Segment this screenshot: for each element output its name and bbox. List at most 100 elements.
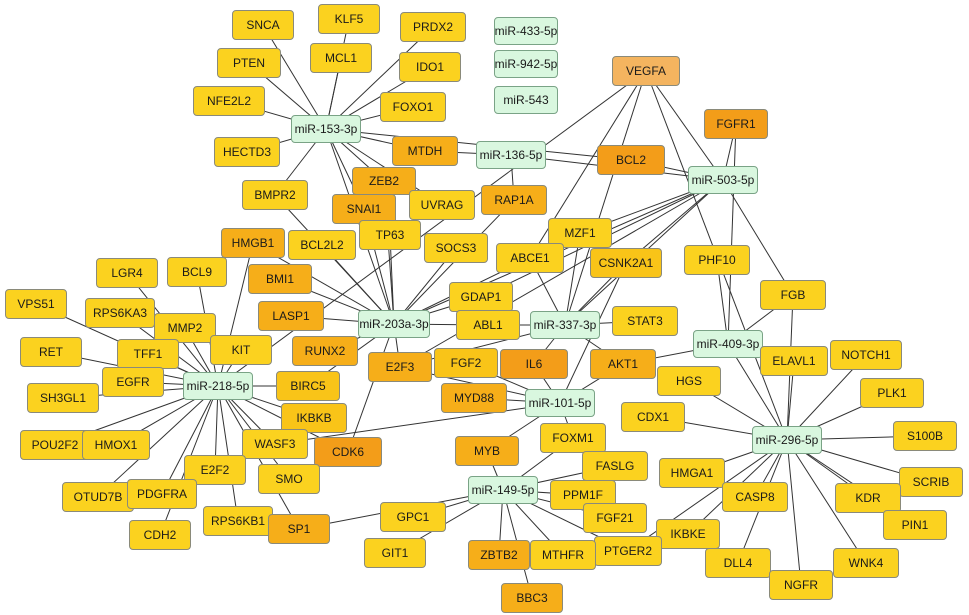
gene-node-hgs[interactable]: HGS: [657, 366, 721, 396]
gene-node-uvrag[interactable]: UVRAG: [409, 190, 475, 220]
gene-node-plk1[interactable]: PLK1: [860, 378, 924, 408]
gene-node-klf5[interactable]: KLF5: [318, 4, 380, 34]
gene-node-sp1[interactable]: SP1: [268, 514, 330, 544]
gene-node-ret[interactable]: RET: [20, 337, 82, 367]
gene-node-bcl2[interactable]: BCL2: [597, 145, 665, 175]
gene-node-egfr[interactable]: EGFR: [102, 367, 164, 397]
gene-node-kdr[interactable]: KDR: [835, 483, 901, 513]
gene-node-lasp1[interactable]: LASP1: [258, 301, 324, 331]
gene-node-hmgb1[interactable]: HMGB1: [221, 228, 285, 258]
mirna-node-mir-433-5p[interactable]: miR-433-5p: [494, 17, 558, 45]
mirna-node-mir-503-5p[interactable]: miR-503-5p: [688, 166, 758, 194]
mirna-node-mir-136-5p[interactable]: miR-136-5p: [476, 141, 546, 169]
gene-node-rps6kb1[interactable]: RPS6KB1: [203, 506, 273, 536]
gene-node-git1[interactable]: GIT1: [364, 538, 426, 568]
gene-node-il6[interactable]: IL6: [500, 349, 568, 379]
gene-node-ikbke[interactable]: IKBKE: [656, 519, 720, 549]
gene-node-pten[interactable]: PTEN: [217, 48, 281, 78]
gene-node-pdgfra[interactable]: PDGFRA: [127, 479, 197, 509]
gene-node-tff1[interactable]: TFF1: [117, 339, 179, 369]
gene-node-rap1a[interactable]: RAP1A: [481, 185, 547, 215]
gene-node-mmp2[interactable]: MMP2: [154, 313, 216, 343]
gene-node-notch1[interactable]: NOTCH1: [830, 340, 902, 370]
gene-node-scrib[interactable]: SCRIB: [899, 467, 963, 497]
gene-node-runx2[interactable]: RUNX2: [292, 336, 358, 366]
gene-node-gpc1[interactable]: GPC1: [380, 502, 446, 532]
gene-node-s100b[interactable]: S100B: [893, 421, 957, 451]
gene-node-hmox1[interactable]: HMOX1: [82, 430, 150, 460]
gene-node-abl1[interactable]: ABL1: [456, 310, 520, 340]
edge-mir-218-5p-to-pdgfra: [161, 385, 219, 495]
gene-node-dll4[interactable]: DLL4: [705, 548, 771, 578]
gene-node-fgf2[interactable]: FGF2: [434, 348, 498, 378]
gene-node-bmpr2[interactable]: BMPR2: [242, 180, 308, 210]
mirna-node-mir-153-3p[interactable]: miR-153-3p: [291, 115, 361, 143]
gene-node-ngfr[interactable]: NGFR: [769, 570, 833, 600]
gene-node-socs3[interactable]: SOCS3: [424, 233, 488, 263]
mirna-node-mir-543[interactable]: miR-543: [494, 86, 558, 114]
gene-node-mthfr[interactable]: MTHFR: [530, 540, 596, 570]
gene-node-nfe2l2[interactable]: NFE2L2: [193, 86, 265, 116]
gene-node-csnk2a1[interactable]: CSNK2A1: [590, 248, 662, 278]
gene-node-akt1[interactable]: AKT1: [590, 349, 656, 379]
gene-node-bbc3[interactable]: BBC3: [501, 583, 563, 613]
gene-node-lgr4[interactable]: LGR4: [96, 258, 158, 288]
mirna-node-mir-101-5p[interactable]: miR-101-5p: [525, 389, 595, 417]
gene-node-pin1[interactable]: PIN1: [883, 510, 947, 540]
gene-node-bcl9[interactable]: BCL9: [167, 257, 227, 287]
gene-node-casp8[interactable]: CASP8: [722, 482, 788, 512]
mirna-node-mir-203a-3p[interactable]: miR-203a-3p: [358, 310, 430, 338]
gene-node-tp63[interactable]: TP63: [359, 220, 421, 250]
gene-node-otud7b[interactable]: OTUD7B: [62, 482, 134, 512]
gene-node-vps51[interactable]: VPS51: [5, 289, 67, 319]
gene-node-vegfa[interactable]: VEGFA: [612, 56, 680, 86]
gene-node-sh3gl1[interactable]: SH3GL1: [27, 383, 99, 413]
mirna-node-mir-942-5p[interactable]: miR-942-5p: [494, 50, 558, 78]
gene-node-myb[interactable]: MYB: [455, 436, 519, 466]
gene-node-mtdh[interactable]: MTDH: [392, 136, 458, 166]
mirna-node-mir-149-5p[interactable]: miR-149-5p: [468, 476, 538, 504]
gene-node-cdh2[interactable]: CDH2: [129, 520, 191, 550]
gene-node-pou2f2[interactable]: POU2F2: [20, 430, 90, 460]
mirna-node-mir-296-5p[interactable]: miR-296-5p: [752, 426, 822, 454]
gene-node-fgfr1[interactable]: FGFR1: [704, 109, 768, 139]
gene-node-ido1[interactable]: IDO1: [399, 52, 461, 82]
gene-node-cdk6[interactable]: CDK6: [314, 437, 382, 467]
gene-node-bcl2l2[interactable]: BCL2L2: [288, 230, 356, 260]
gene-node-fgf21[interactable]: FGF21: [583, 503, 647, 533]
gene-node-wasf3[interactable]: WASF3: [242, 429, 308, 459]
gene-node-mcl1[interactable]: MCL1: [310, 43, 372, 73]
gene-node-ptger2[interactable]: PTGER2: [594, 536, 662, 566]
gene-node-abce1[interactable]: ABCE1: [496, 243, 564, 273]
gene-node-zbtb2[interactable]: ZBTB2: [468, 540, 530, 570]
gene-node-elavl1[interactable]: ELAVL1: [760, 346, 828, 376]
gene-node-foxo1[interactable]: FOXO1: [380, 92, 446, 122]
mirna-node-mir-218-5p[interactable]: miR-218-5p: [183, 372, 253, 400]
edge-mir-503-5p-to-vegfa: [645, 70, 724, 181]
gene-node-zeb2[interactable]: ZEB2: [352, 167, 416, 195]
gene-node-kit[interactable]: KIT: [210, 335, 272, 365]
gene-node-foxm1[interactable]: FOXM1: [540, 423, 606, 453]
gene-node-hectd3[interactable]: HECTD3: [214, 137, 280, 167]
gene-node-rps6ka3[interactable]: RPS6KA3: [85, 298, 155, 328]
mirna-node-mir-337-3p[interactable]: miR-337-3p: [530, 311, 600, 339]
gene-node-smo[interactable]: SMO: [258, 464, 320, 494]
gene-node-e2f3[interactable]: E2F3: [368, 352, 432, 382]
gene-node-bmi1[interactable]: BMI1: [248, 264, 312, 294]
mirna-node-mir-409-3p[interactable]: miR-409-3p: [693, 330, 763, 358]
gene-node-stat3[interactable]: STAT3: [612, 306, 678, 336]
gene-node-cdx1[interactable]: CDX1: [621, 402, 685, 432]
gene-node-snca[interactable]: SNCA: [232, 10, 294, 40]
gene-node-snai1[interactable]: SNAI1: [332, 194, 396, 224]
gene-node-faslg[interactable]: FASLG: [582, 451, 648, 481]
gene-node-ikbkb[interactable]: IKBKB: [281, 403, 347, 433]
gene-node-myd88[interactable]: MYD88: [441, 383, 507, 413]
gene-node-fgb[interactable]: FGB: [760, 280, 826, 310]
gene-node-birc5[interactable]: BIRC5: [276, 371, 340, 401]
gene-node-prdx2[interactable]: PRDX2: [400, 12, 466, 42]
gene-node-gdap1[interactable]: GDAP1: [449, 282, 513, 312]
gene-node-wnk4[interactable]: WNK4: [833, 548, 899, 578]
gene-node-phf10[interactable]: PHF10: [684, 245, 750, 275]
gene-node-hmga1[interactable]: HMGA1: [659, 458, 725, 488]
